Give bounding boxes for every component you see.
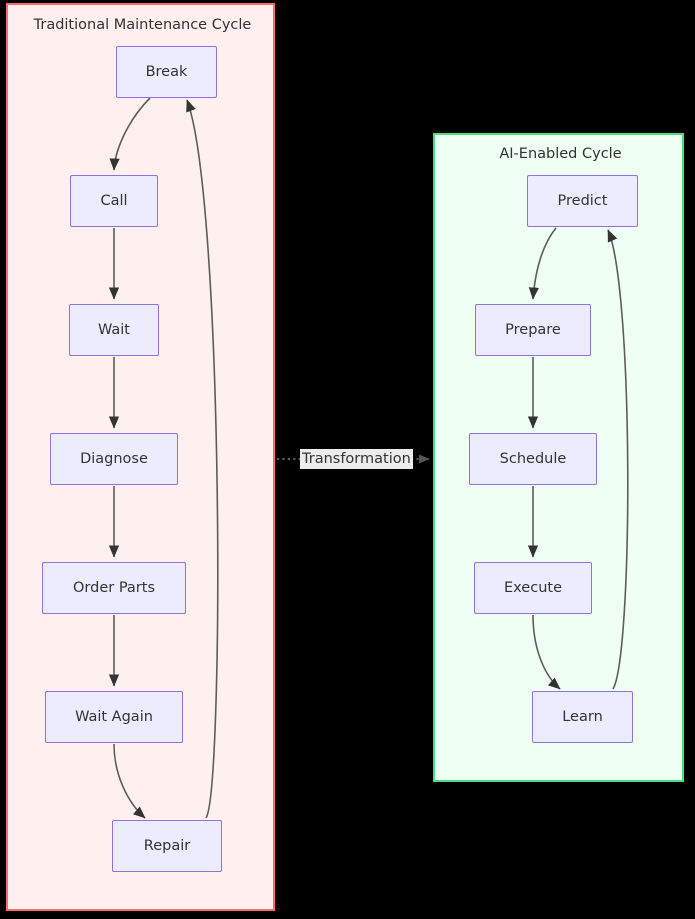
node-label: Execute [504,580,562,596]
node-break[interactable]: Break [116,46,217,98]
node-learn[interactable]: Learn [532,691,633,743]
node-label: Repair [143,838,191,854]
node-label: Break [145,64,188,80]
node-diagnose[interactable]: Diagnose [50,433,178,485]
node-label: Order Parts [73,580,155,596]
node-call[interactable]: Call [70,175,158,227]
node-repair[interactable]: Repair [112,820,222,872]
node-execute[interactable]: Execute [474,562,592,614]
node-label: Learn [562,709,603,725]
node-wait[interactable]: Wait [69,304,159,356]
node-label: Wait [97,322,130,338]
node-label: Schedule [499,451,567,467]
subgraph-title-traditional: Traditional Maintenance Cycle [33,17,252,33]
node-order-parts[interactable]: Order Parts [42,562,186,614]
node-label: Prepare [505,322,561,338]
node-schedule[interactable]: Schedule [469,433,597,485]
node-label: Call [100,193,128,209]
subgraph-title-ai: AI-Enabled Cycle [499,146,622,162]
node-wait-again[interactable]: Wait Again [45,691,183,743]
node-label: Predict [557,193,608,209]
node-predict[interactable]: Predict [527,175,638,227]
edge-label-transformation: Transformation [300,449,413,469]
node-label: Wait Again [75,709,153,725]
node-prepare[interactable]: Prepare [475,304,591,356]
node-label: Diagnose [80,451,148,467]
